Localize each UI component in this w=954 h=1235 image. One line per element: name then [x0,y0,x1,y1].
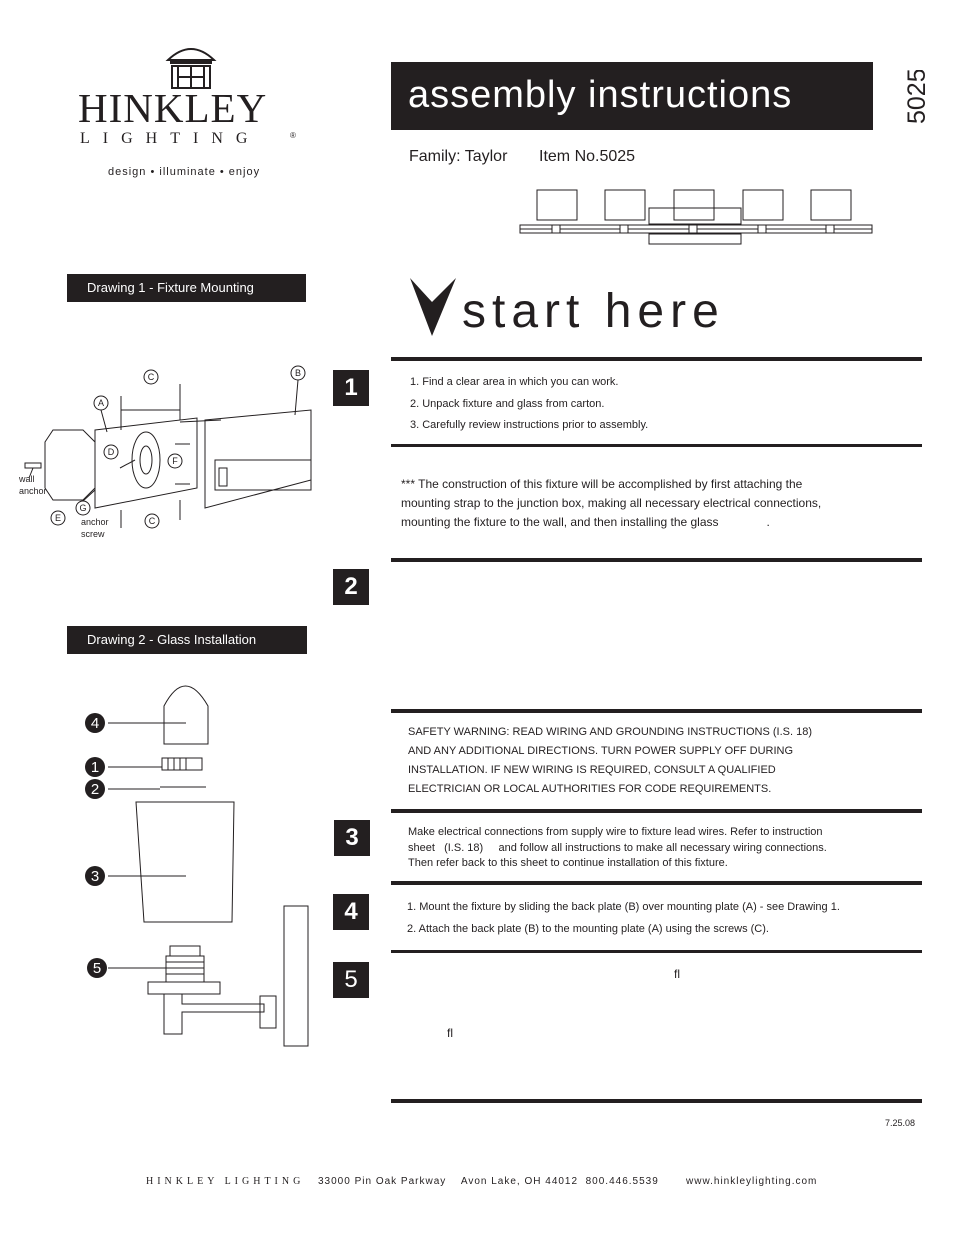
callout-f: F [172,456,178,466]
step-3-text: Make electrical connections from supply … [408,825,827,872]
safety-line: ELECTRICIAN OR LOCAL AUTHORITIES FOR COD… [408,783,772,795]
callout-c-top: C [148,372,155,382]
rule-step-4 [391,881,922,885]
wall-anchor-label-2: anchor [19,486,47,496]
step-4-list: 1. Mount the fixture by sliding the back… [407,897,840,940]
step-4-badge: 4 [333,894,369,930]
callout-e: E [55,513,61,523]
callout-a: A [98,398,104,408]
step-1-list: 1. Find a clear area in which you can wo… [410,372,648,437]
step-1-item: 1. Find a clear area in which you can wo… [410,376,619,388]
logo-sub: LIGHTING [80,130,261,147]
step-1-badge: 1 [333,370,369,406]
fixture-illustration [519,189,873,245]
callout-1: 1 [91,759,99,776]
wall-anchor-label-1: wall [18,474,35,484]
rule-safety [391,709,922,713]
rule-step-5 [391,950,922,953]
callout-g: G [79,503,86,513]
callout-5: 5 [93,960,101,977]
anchor-screw-label-2: screw [81,529,105,539]
step-1-item: 2. Unpack fixture and glass from carton. [410,397,605,410]
callout-2: 2 [91,781,99,798]
callout-b: B [295,368,301,378]
step-2-badge: 2 [333,569,369,605]
rule-step-3 [391,809,922,813]
start-here-heading: start here [462,285,725,338]
step-1-item: 3. Carefully review instructions prior t… [410,419,649,431]
footer-company: HINKLEY LIGHTING [146,1176,305,1187]
callout-c-bottom: C [149,516,156,526]
logo-registered-mark: ® [290,131,296,140]
step-3-badge: 3 [334,820,370,856]
logo-name: HINKLEY [78,85,268,131]
footer-website[interactable]: www.hinkleylighting.com [686,1176,818,1187]
item-number-vertical: 5025 [903,70,931,124]
rule-step-1 [391,357,922,361]
callout-3: 3 [91,868,99,885]
step-3-line: Then refer back to this sheet to continu… [408,857,728,869]
rule-bottom [391,1099,922,1103]
item-number-label: Item No.5025 [539,148,636,165]
safety-warning: SAFETY WARNING: READ WIRING AND GROUNDIN… [408,723,812,799]
callout-d: D [108,447,115,457]
step-5-glyph-1: fl [674,967,680,981]
drawing-1-label: Drawing 1 - Fixture Mounting [67,274,306,302]
drawing-1-fixture-mounting: C B A D F G E C wall anchor anchor screw [18,365,312,539]
construction-note: *** The construction of this fixture wil… [401,475,851,532]
step-4-item: 1. Mount the fixture by sliding the back… [407,901,840,913]
step-5-glyph-2: fl [447,1026,453,1040]
step-3-line: sheet (I.S. 18) and follow all instructi… [408,841,827,854]
logo-tagline: design • illuminate • enjoy [108,166,261,178]
start-here-arrow-icon [410,278,456,336]
logo-lantern-icon [165,48,217,89]
step-4-item: 2. Attach the back plate (B) to the moun… [407,922,769,935]
footer-address: 33000 Pin Oak Parkway Avon Lake, OH 4401… [318,1176,659,1187]
construction-note-period: . [766,515,770,529]
callout-4: 4 [91,715,99,732]
step-3-line: Make electrical connections from supply … [408,826,823,838]
safety-line: INSTALLATION. IF NEW WIRING IS REQUIRED,… [408,764,776,776]
construction-note-text: *** The construction of this fixture wil… [401,477,822,529]
drawing-2-glass-installation: 4 1 2 3 5 [85,685,309,1047]
revision-date: 7.25.08 [885,1118,916,1128]
family-label: Family: Taylor [409,148,508,165]
item-number-vertical-text: 5025 [903,70,931,124]
rule-step-2 [391,558,922,562]
safety-line: SAFETY WARNING: READ WIRING AND GROUNDIN… [408,726,812,738]
anchor-screw-label-1: anchor [81,517,109,527]
rule-construction [391,444,922,447]
safety-line: AND ANY ADDITIONAL DIRECTIONS. TURN POWE… [408,745,794,757]
page-title: assembly instructions [391,62,873,130]
step-5-badge: 5 [333,962,369,998]
drawing-2-label: Drawing 2 - Glass Installation [67,626,307,654]
